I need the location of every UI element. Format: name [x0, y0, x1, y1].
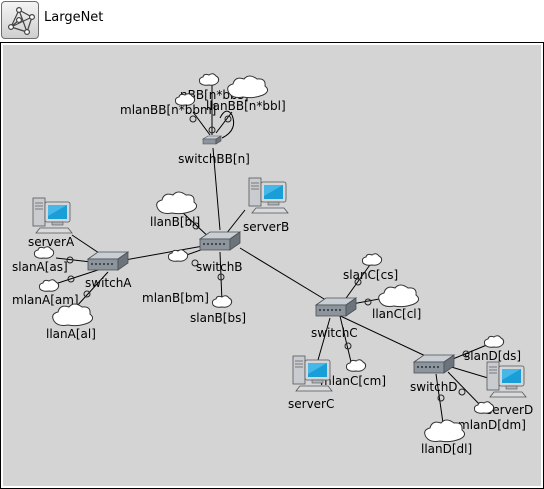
mlanC-label: mlanC[cm]	[320, 374, 386, 388]
switchD-node[interactable]: switchD	[410, 354, 458, 394]
mlanBB-label: mlanBB[n*bbm]	[120, 103, 216, 117]
link	[447, 365, 489, 379]
switchD-label: switchD	[410, 380, 458, 394]
link	[192, 111, 211, 136]
serverD-node[interactable]: serverD	[486, 361, 533, 417]
switchC-node[interactable]: switchC	[311, 297, 358, 340]
link	[215, 111, 233, 134]
serverC-label: serverC	[288, 397, 334, 411]
link	[212, 147, 221, 231]
network-canvas	[0, 42, 544, 489]
slanB-label: slanB[bs]	[190, 311, 246, 325]
link	[75, 271, 109, 308]
mlanA-node[interactable]: mlanA[am]	[12, 275, 79, 307]
link	[219, 251, 223, 303]
slanC-label: slanC[cs]	[343, 268, 398, 282]
network-links	[51, 85, 495, 431]
link	[239, 247, 335, 306]
link	[343, 261, 373, 302]
llanD-label: llanD[dl]	[421, 442, 472, 456]
title-bar: LargeNet	[0, 0, 544, 42]
mlanA-label: mlanA[am]	[12, 293, 79, 307]
llanB-node[interactable]: llanB[bl]	[150, 191, 200, 230]
slanB-node[interactable]: slanB[bs]	[190, 273, 246, 325]
llanBB-label: llanBB[n*bbl]	[206, 99, 286, 113]
llanB-label: llanB[bl]	[150, 215, 200, 229]
link	[51, 267, 105, 286]
serverA-label: serverA	[28, 235, 75, 249]
slanD-node[interactable]: slanD[ds]	[462, 335, 521, 363]
switchA-label: switchA	[85, 276, 132, 290]
slanD-label: slanD[ds]	[464, 349, 521, 363]
link	[225, 209, 246, 235]
switchB-label: switchB	[196, 260, 243, 274]
mlanD-label: mlanD[dm]	[458, 418, 526, 432]
llanBB-node[interactable]: llanBB[n*bbl]	[206, 75, 286, 113]
serverB-label: serverB	[243, 220, 289, 234]
llanA-label: llanA[al]	[46, 327, 96, 341]
llanC-node[interactable]: llanC[cl]	[364, 284, 421, 321]
network-graph-icon[interactable]	[1, 1, 39, 39]
link	[333, 312, 435, 361]
mlanB-node[interactable]: mlanB[bm]	[142, 249, 209, 305]
link	[219, 110, 235, 139]
serverC-node[interactable]: serverC	[288, 355, 334, 411]
slanA-node[interactable]: slanA[as]	[12, 246, 74, 274]
link	[339, 315, 353, 367]
link	[317, 317, 331, 361]
serverA-node[interactable]: serverA	[28, 197, 75, 249]
switchB-node[interactable]: switchB	[196, 231, 243, 274]
mlanB-label: mlanB[bm]	[142, 291, 209, 305]
link	[71, 234, 103, 256]
switchBB-label: switchBB[n]	[178, 152, 250, 166]
window-title: LargeNet	[44, 10, 104, 25]
slanA-label: slanA[as]	[12, 260, 68, 274]
link	[447, 371, 484, 409]
switchC-label: switchC	[311, 326, 358, 340]
slanC-node[interactable]: slanC[cs]	[343, 253, 398, 286]
link	[435, 373, 445, 431]
mlanC-node[interactable]: mlanC[cm]	[320, 342, 386, 388]
serverD-label: serverD	[486, 403, 533, 417]
switchA-node[interactable]: switchA	[85, 251, 132, 290]
llanD-node[interactable]: llanD[dl]	[421, 394, 472, 456]
llanC-label: llanC[cl]	[372, 307, 421, 321]
serverB-node[interactable]: serverB	[243, 177, 289, 234]
switchBB-node[interactable]: switchBB[n]	[178, 135, 250, 166]
llanA-node[interactable]: llanA[al]	[46, 290, 96, 341]
mlanBB-node[interactable]: mlanBB[n*bbm]	[120, 93, 232, 123]
mlanD-node[interactable]: mlanD[dm]	[458, 388, 526, 432]
